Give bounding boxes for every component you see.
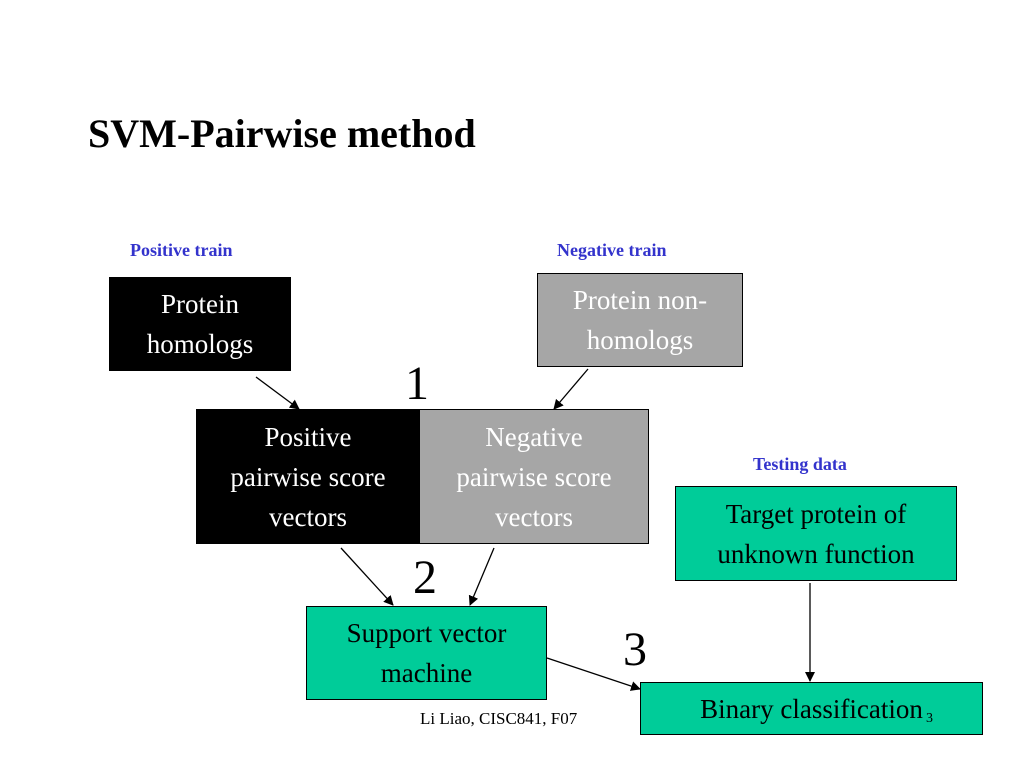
positive-vectors-line1: Positive — [264, 421, 352, 452]
arrow-homologs-to-positive — [255, 376, 300, 410]
target-protein-line2: unknown function — [717, 538, 915, 569]
positive-vectors-line3: vectors — [269, 501, 347, 532]
arrow-svm-to-binary — [546, 657, 641, 691]
testing-data-label: Testing data — [753, 454, 847, 474]
slide-number: 3 — [926, 711, 933, 726]
arrow-positive-to-svm — [340, 547, 394, 606]
negative-train-label: Negative train — [557, 240, 667, 260]
negative-vectors-line2: pairwise score — [456, 461, 612, 492]
protein-homologs-line1: Protein — [160, 289, 239, 319]
positive-train-label: Positive train — [130, 240, 233, 260]
binary-classification-line1: Binary classification — [700, 693, 923, 724]
negative-vectors-box: Negative pairwise score vectors — [419, 409, 649, 544]
protein-homologs-box: Protein homologs — [109, 277, 291, 371]
slide-footer: Li Liao, CISC841, F07 — [420, 709, 578, 728]
step-one-number: 1 — [405, 357, 429, 410]
positive-vectors-line2: pairwise score — [230, 461, 386, 492]
positive-vectors-box: Positive pairwise score vectors — [196, 409, 420, 544]
protein-non-homologs-line1: Protein non- — [572, 285, 708, 315]
negative-vectors-line3: vectors — [495, 501, 573, 532]
negative-vectors-line1: Negative — [485, 421, 583, 452]
target-protein-box: Target protein of unknown function — [675, 486, 957, 581]
slide-title: SVM-Pairwise method — [88, 111, 476, 156]
protein-non-homologs-line2: homologs — [586, 325, 694, 355]
arrow-negative-to-svm — [468, 547, 495, 606]
arrow-nonhomologs-to-negative — [553, 368, 589, 410]
target-protein-line1: Target protein of — [725, 498, 907, 529]
step-three-number: 3 — [623, 623, 647, 676]
svm-box: Support vector machine — [306, 606, 547, 700]
protein-non-homologs-box: Protein non- homologs — [537, 273, 743, 367]
protein-homologs-line2: homologs — [146, 329, 254, 359]
svm-line1: Support vector — [346, 618, 507, 648]
svm-line2: machine — [380, 658, 473, 688]
step-two-number: 2 — [413, 551, 437, 604]
binary-classification-box: Binary classification — [640, 682, 983, 735]
